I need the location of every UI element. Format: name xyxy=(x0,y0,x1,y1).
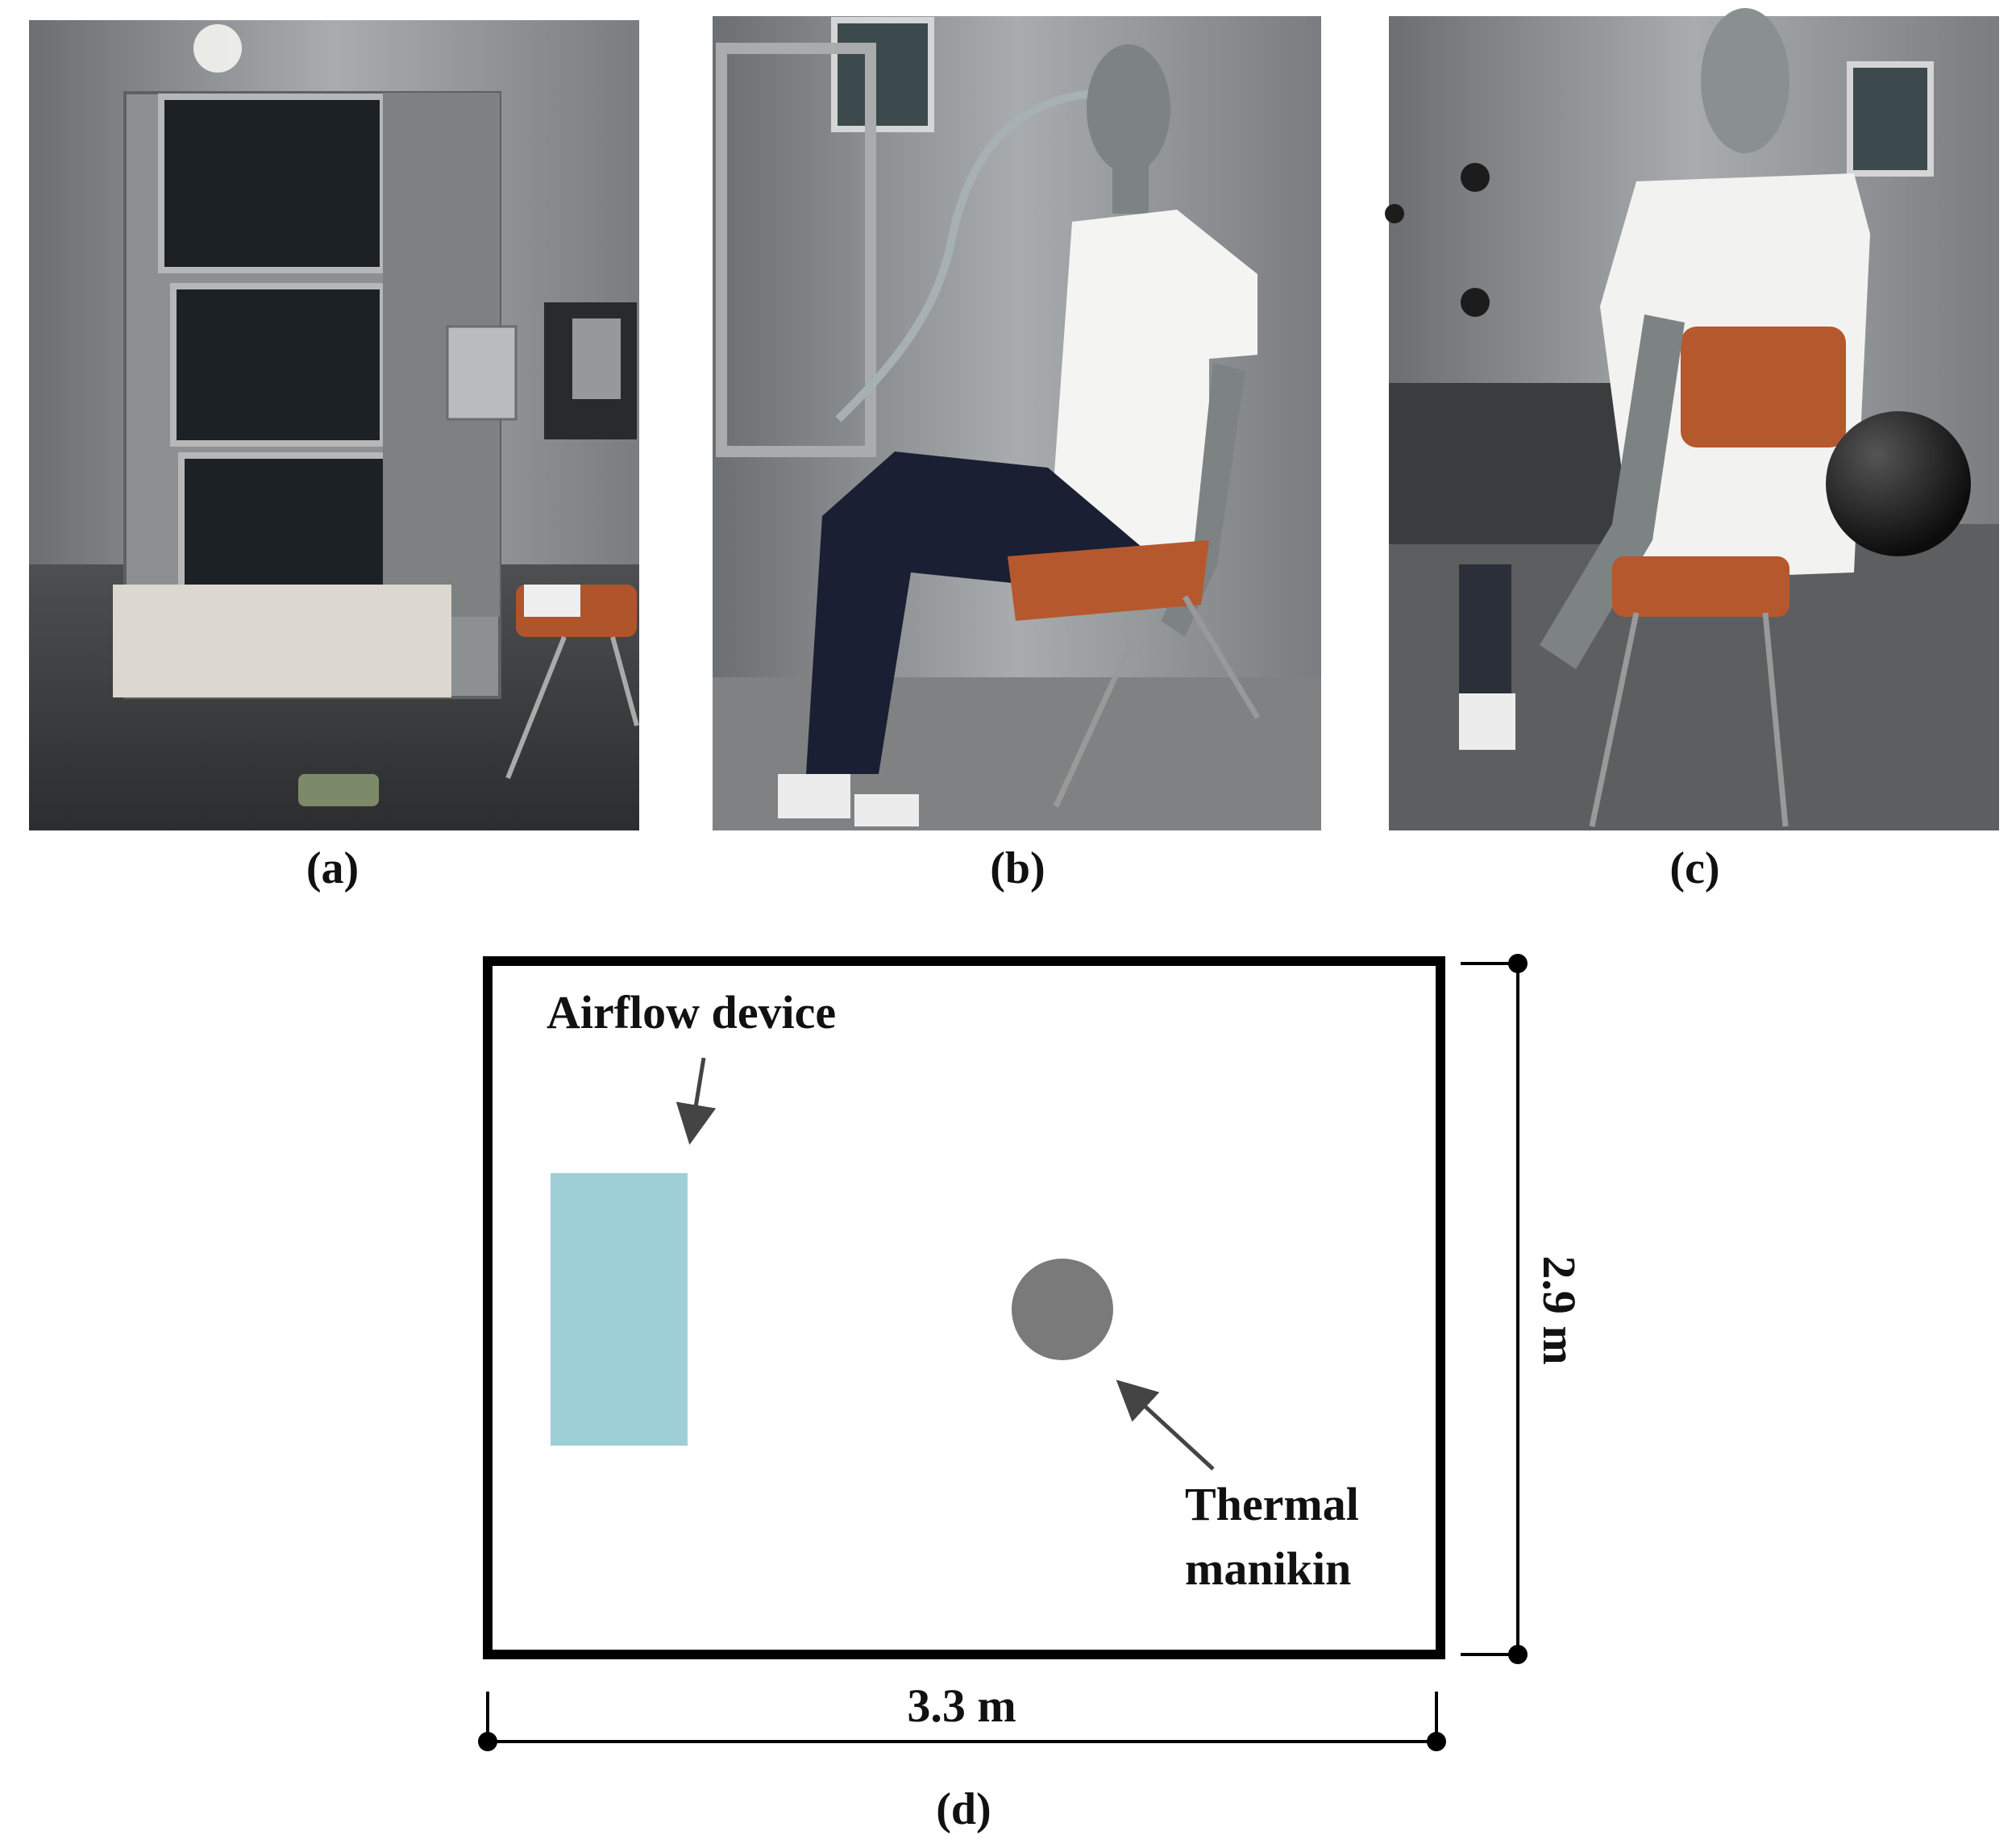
height-endpoint-bottom xyxy=(1508,1645,1528,1664)
panel-label-c: (c) xyxy=(1669,843,1720,893)
panel-label-b: (b) xyxy=(990,843,1045,893)
airflow-device-label: Airflow device xyxy=(547,986,836,1038)
width-endpoint-right xyxy=(1427,1732,1446,1751)
height-endpoint-top xyxy=(1508,954,1528,973)
thermal-manikin-shape xyxy=(1012,1259,1113,1360)
photo-c-manikin-back xyxy=(1385,8,1999,830)
panel-label-a: (a) xyxy=(306,843,360,893)
height-label: 2.9 m xyxy=(1533,1255,1586,1364)
width-label: 3.3 m xyxy=(907,1679,1016,1732)
width-endpoint-left xyxy=(478,1732,497,1751)
room-boundary xyxy=(483,956,1445,1659)
airflow-device-shape xyxy=(551,1173,688,1446)
airflow-arrow xyxy=(675,1057,717,1145)
panel-label-d: (d) xyxy=(936,1784,991,1834)
photo-b-manikin-side xyxy=(713,16,1321,830)
photo-row xyxy=(29,8,1999,830)
photo-a-airflow-device xyxy=(29,20,639,830)
manikin-label-line1: Thermal xyxy=(1185,1478,1359,1530)
manikin-label-line2: manikin xyxy=(1185,1542,1351,1595)
manikin-arrow xyxy=(1116,1380,1215,1471)
